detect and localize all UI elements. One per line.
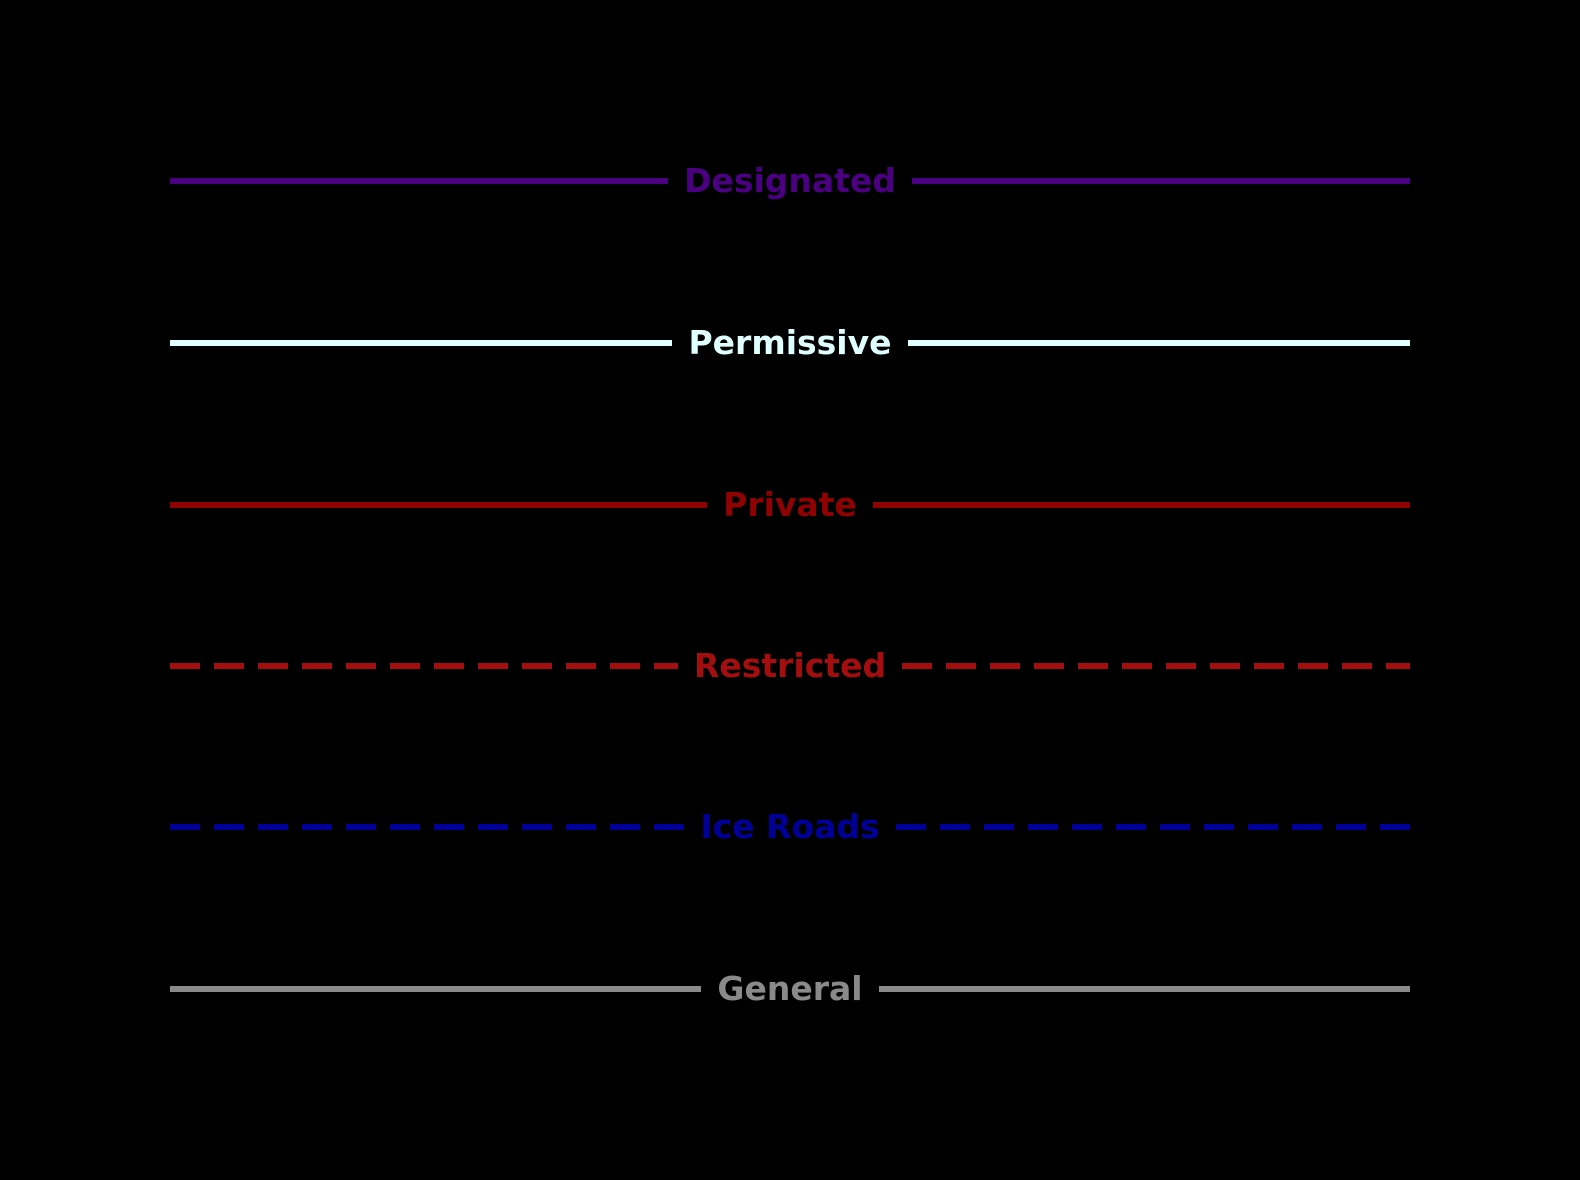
legend-line-right bbox=[878, 986, 1411, 992]
legend-line-left bbox=[170, 986, 702, 992]
legend-line-left bbox=[170, 502, 708, 508]
legend-line-right bbox=[907, 340, 1410, 346]
legend-label: Ice Roads bbox=[700, 807, 880, 846]
legend-line-left bbox=[170, 663, 678, 669]
legend-line-right bbox=[902, 663, 1411, 669]
legend-row: Private bbox=[170, 483, 1410, 527]
legend-label: Restricted bbox=[693, 646, 887, 685]
legend-line-left bbox=[170, 824, 685, 830]
legend-row: General bbox=[170, 967, 1411, 1011]
legend-line-right bbox=[911, 178, 1411, 184]
legend-row: Designated bbox=[170, 159, 1411, 203]
legend-label: Private bbox=[723, 485, 857, 524]
legend-label: General bbox=[717, 969, 863, 1008]
legend-row: Restricted bbox=[170, 644, 1411, 688]
legend-label: Permissive bbox=[688, 323, 892, 362]
legend-line-right bbox=[895, 824, 1411, 830]
legend-line-left bbox=[170, 340, 673, 346]
legend-label: Designated bbox=[684, 161, 896, 200]
legend-line-right bbox=[872, 502, 1410, 508]
legend-line-left bbox=[170, 178, 669, 184]
road-legend: Designated Permissive Private Restricted… bbox=[170, 0, 1411, 1180]
legend-row: Ice Roads bbox=[170, 805, 1411, 849]
legend-row: Permissive bbox=[170, 321, 1410, 365]
